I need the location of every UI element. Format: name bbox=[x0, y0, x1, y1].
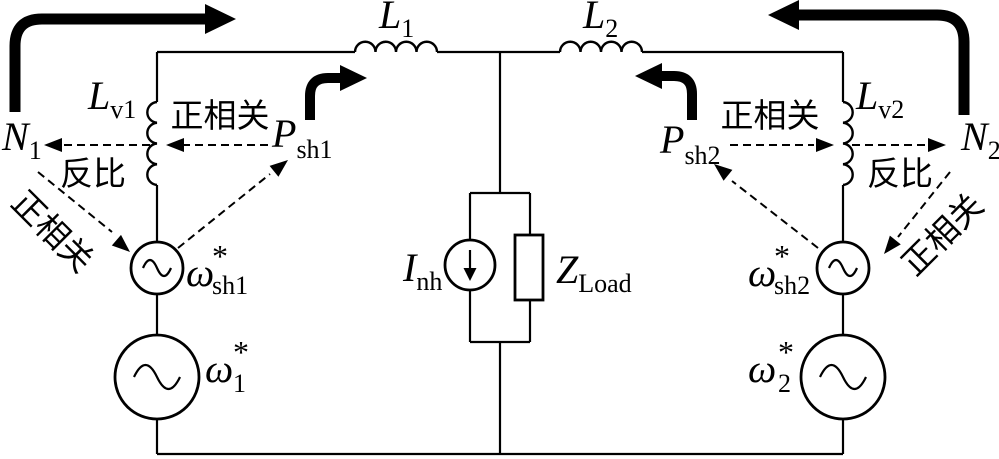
source-omega-2 bbox=[799, 333, 887, 421]
label-Zload: ZLoad bbox=[556, 247, 632, 298]
svg-text:2: 2 bbox=[778, 369, 791, 398]
svg-text:sh1: sh1 bbox=[212, 271, 248, 300]
label-L1: L1 bbox=[378, 0, 414, 43]
svg-text:ω: ω bbox=[186, 250, 214, 295]
label-N1: N1 bbox=[1, 114, 42, 165]
power-flow-arrow-psh2 bbox=[635, 63, 697, 120]
label-Psh1: Psh1 bbox=[271, 111, 333, 164]
source-omega-1 bbox=[113, 333, 201, 421]
inductor-L2 bbox=[558, 40, 644, 53]
power-flow-arrow-psh1 bbox=[305, 65, 367, 120]
dashed-arrow-wsh2-to-psh2 bbox=[714, 164, 819, 249]
inductor-Lv1 bbox=[146, 100, 158, 187]
svg-text:*: * bbox=[774, 238, 790, 274]
label-omega-sh1: ω * sh1 bbox=[186, 238, 248, 300]
annotation-positive-correlation-diag-left: 正相关 bbox=[4, 183, 102, 281]
label-omega-sh2: ω * sh2 bbox=[748, 238, 810, 300]
inductor-L1 bbox=[353, 40, 439, 53]
label-L2: L2 bbox=[582, 0, 618, 43]
inductor-Lv2 bbox=[842, 100, 854, 187]
dashed-arrow-wsh1-to-psh1 bbox=[177, 160, 288, 249]
dashed-arrow-lv1-to-n1 bbox=[44, 138, 150, 152]
annotation-positive-correlation-right: 正相关 bbox=[721, 96, 820, 135]
wire-middle-branch bbox=[468, 52, 532, 454]
annotation-positive-correlation-diag-right: 正相关 bbox=[894, 186, 992, 284]
current-source-Inh bbox=[443, 238, 497, 292]
label-omega-1: ω * 1 bbox=[205, 334, 249, 398]
annotation-inverse-right: 反比 bbox=[867, 154, 933, 193]
annotation-positive-correlation-left: 正相关 bbox=[171, 96, 270, 135]
svg-text:ω: ω bbox=[748, 346, 776, 391]
dashed-arrow-lv2-to-n2 bbox=[852, 138, 946, 152]
svg-text:*: * bbox=[233, 334, 249, 370]
svg-text:sh2: sh2 bbox=[774, 271, 810, 300]
label-Psh2: Psh2 bbox=[659, 117, 721, 170]
annotation-inverse-left: 反比 bbox=[60, 154, 126, 193]
label-omega-2: ω * 2 bbox=[748, 334, 794, 398]
power-flow-arrow-left bbox=[9, 4, 236, 112]
source-omega-sh2 bbox=[815, 240, 871, 296]
svg-text:ω: ω bbox=[748, 250, 776, 295]
dashed-arrow-psh1-to-lv1 bbox=[166, 138, 268, 152]
label-Lv1: Lv1 bbox=[87, 73, 136, 124]
dashed-arrow-n2-to-wsh2 bbox=[884, 171, 951, 254]
source-omega-sh1 bbox=[129, 240, 185, 296]
label-Lv2: Lv2 bbox=[855, 73, 904, 124]
dashed-arrow-psh2-to-lv2 bbox=[730, 138, 834, 152]
load-Zload bbox=[513, 233, 545, 302]
power-flow-arrow-right bbox=[768, 0, 970, 115]
svg-text:*: * bbox=[212, 238, 228, 274]
svg-text:*: * bbox=[778, 334, 794, 370]
dashed-arrow-n1-to-wsh1 bbox=[37, 171, 130, 252]
svg-text:1: 1 bbox=[233, 369, 246, 398]
label-Inh: Inh bbox=[402, 245, 442, 296]
svg-text:ω: ω bbox=[205, 346, 233, 391]
label-N2: N2 bbox=[960, 114, 999, 165]
